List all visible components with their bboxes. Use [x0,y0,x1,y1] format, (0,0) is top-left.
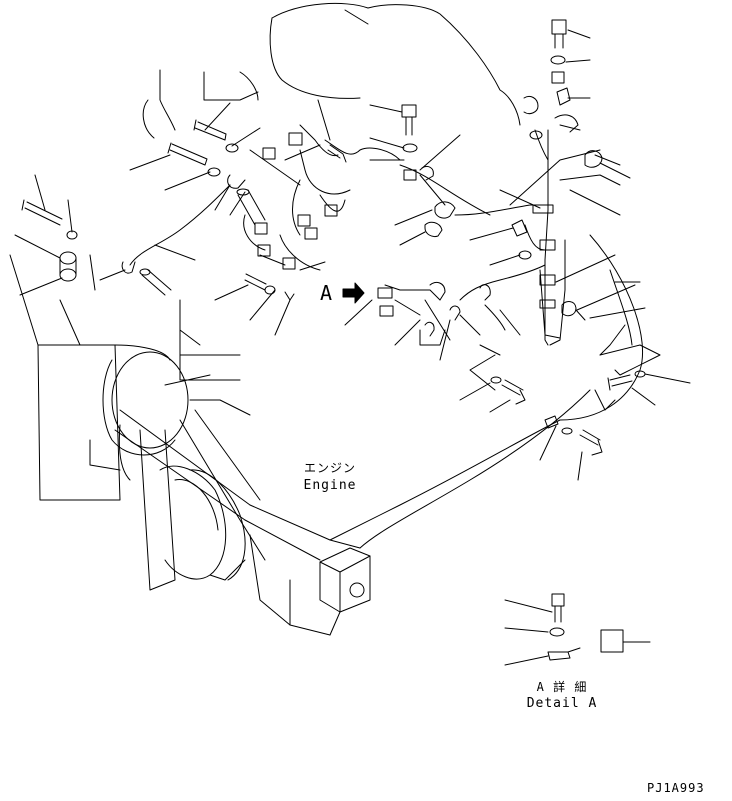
left-harness [14,99,401,336]
right-harness [344,19,691,481]
engine-label-en: Engine [303,478,357,493]
detail-a-label-en: Detail A [526,696,598,711]
detail-a-figure [504,593,651,666]
view-arrow-label: A [320,281,334,305]
engine-label-jp: エンジン [303,461,357,475]
radiator-fan [9,254,266,591]
view-arrow-a [342,282,365,304]
detail-a-label-jp: A 詳 細 [536,680,588,694]
engine-outline [114,2,644,636]
drawing-code: PJ1A993 [647,781,705,795]
